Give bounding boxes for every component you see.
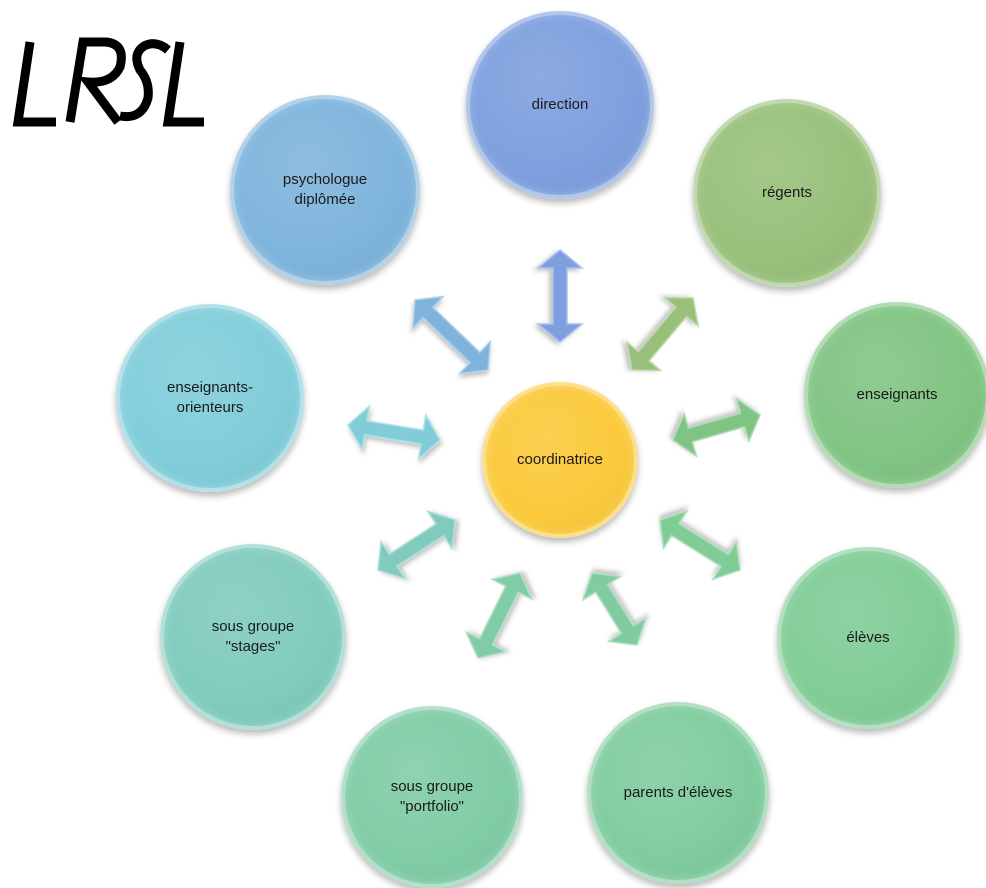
node-psychologue: psychologue diplômée — [230, 95, 420, 285]
node-parents: parents d'élèves — [587, 702, 769, 884]
node-portfolio-label: sous groupe "portfolio" — [390, 777, 474, 815]
double-arrow-regents — [625, 296, 700, 372]
node-stages: sous groupe "stages" — [160, 544, 346, 730]
node-parents-label: parents d'élèves — [623, 783, 733, 801]
double-arrow-parents — [581, 572, 648, 646]
node-enseignants: enseignants — [804, 302, 986, 488]
node-regents-label: régents — [761, 183, 813, 201]
node-eleves-label: élèves — [846, 628, 890, 646]
double-arrow-portfolio — [464, 572, 534, 659]
double-arrow-psychologue — [411, 295, 492, 375]
node-coordinatrice: coordinatrice — [482, 382, 638, 538]
node-psychologue-label: psychologue diplômée — [282, 170, 368, 208]
double-arrow-stages — [377, 509, 456, 581]
node-portfolio: sous groupe "portfolio" — [341, 706, 523, 888]
double-arrow-orienteurs — [347, 404, 441, 461]
node-orienteurs: enseignants- orienteurs — [116, 304, 304, 492]
node-orienteurs-label: enseignants- orienteurs — [167, 378, 253, 416]
double-arrow-eleves — [659, 509, 741, 581]
node-eleves: élèves — [777, 547, 959, 729]
node-enseignants-label: enseignants — [856, 385, 938, 403]
node-coordinatrice-label: coordinatrice — [517, 450, 603, 468]
node-direction-label: direction — [531, 95, 589, 113]
double-arrow-enseignants — [672, 397, 761, 458]
node-direction: direction — [466, 11, 654, 199]
logo-lrsl — [12, 37, 204, 127]
double-arrow-direction — [535, 249, 585, 343]
node-regents: régents — [693, 99, 881, 287]
node-stages-label: sous groupe "stages" — [211, 617, 295, 655]
